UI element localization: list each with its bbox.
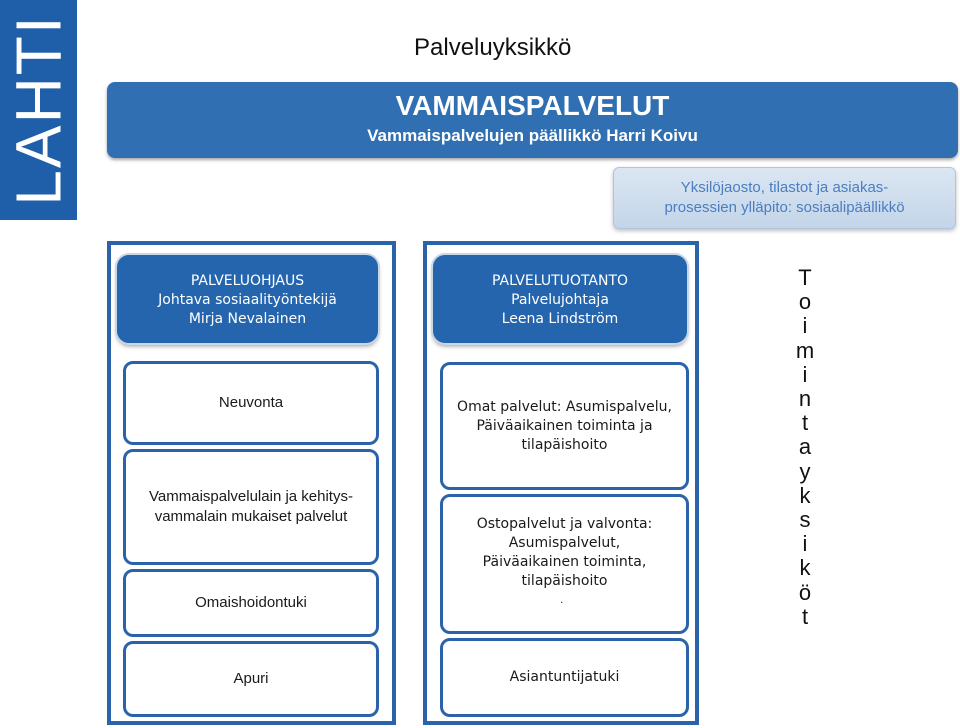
palvelutuotanto-heading: PALVELUTUOTANTO Palvelujohtaja Leena Lin… — [433, 255, 687, 343]
header-title: VAMMAISPALVELUT — [395, 90, 670, 121]
service-label-line-3: tilapäishoito — [521, 436, 608, 453]
service-label-line-1: Ostopalvelut ja valvonta: — [476, 516, 653, 532]
heading-line-3: Mirja Nevalainen — [188, 311, 307, 327]
vertical-letter: o — [798, 289, 812, 315]
vertical-letter: i — [802, 313, 808, 339]
heading-line-1: PALVELUOHJAUS — [190, 273, 305, 289]
ostopalvelut-dot: . — [560, 592, 564, 606]
vertical-letter: m — [795, 337, 815, 363]
header-box: VAMMAISPALVELUT Vammaispalvelujen päälli… — [107, 82, 958, 158]
heading-line-3: Leena Lindström — [501, 311, 619, 327]
service-label-line-2: Päiväaikainen toiminta ja — [476, 417, 653, 434]
vertical-letter: T — [798, 265, 812, 290]
vertical-letter: s — [799, 507, 811, 533]
vertical-letter: i — [802, 361, 808, 387]
logo-bar — [0, 0, 77, 220]
service-vammaispalvelulaki: Vammaispalvelulain ja kehitys- vammalain… — [123, 449, 379, 565]
palveluohjaus-heading: PALVELUOHJAUS Johtava sosiaalityöntekijä… — [117, 255, 378, 343]
service-label: Neuvonta — [218, 394, 284, 411]
service-label: Omaishoidontuki — [195, 594, 307, 611]
service-neuvonta: Neuvonta — [123, 361, 379, 445]
vertical-letter: n — [798, 386, 812, 412]
vertical-letter: y — [799, 458, 811, 484]
lahti-logo: LAHTI — [0, 0, 77, 220]
stats-line-2: prosessien ylläpito: sosiaalipäällikkö — [664, 199, 905, 216]
service-label-line-2: vammalain mukaiset palvelut — [154, 508, 348, 525]
vertical-letter: t — [801, 603, 809, 629]
service-label-line-3: Päiväaikainen toiminta, — [482, 554, 647, 570]
service-label-line-1: Vammaispalvelulain ja kehitys- — [149, 488, 353, 505]
vertical-letter: k — [799, 555, 811, 581]
vertical-letter: ö — [798, 579, 812, 605]
service-omaishoidontuki: Omaishoidontuki — [123, 569, 379, 637]
heading-line-2: Johtava sosiaalityöntekijä — [158, 292, 337, 308]
heading-line-1: PALVELUTUOTANTO — [491, 273, 629, 289]
vertical-letter: i — [802, 531, 808, 557]
service-label: Apuri — [233, 670, 269, 687]
stats-box: Yksilöjaosto, tilastot ja asiakas- prose… — [613, 167, 956, 229]
vertical-letter: t — [801, 410, 809, 436]
service-label-line-4: tilapäishoito — [521, 573, 608, 589]
page-title: Palveluyksikkö — [414, 34, 572, 61]
service-apuri: Apuri — [123, 641, 379, 717]
service-label: Asiantuntijatuki — [509, 669, 620, 685]
service-ostopalvelut: Ostopalvelut ja valvonta: Asumispalvelut… — [440, 494, 689, 634]
vertical-letter: k — [799, 482, 811, 508]
heading-line-2: Palvelujohtaja — [511, 292, 609, 308]
service-label-line-2: Asumispalvelut, — [508, 535, 621, 551]
header-subtitle: Vammaispalvelujen päällikkö Harri Koivu — [367, 126, 698, 145]
service-omat-palvelut: Omat palvelut: Asumispalvelu, Päiväaikai… — [440, 362, 689, 490]
logo-text: LAHTI — [2, 14, 75, 206]
service-label-line-1: Omat palvelut: Asumispalvelu, — [457, 398, 672, 415]
service-asiantuntijatuki: Asiantuntijatuki — [440, 638, 689, 717]
stats-line-1: Yksilöjaosto, tilastot ja asiakas- — [680, 179, 889, 196]
vertical-letter: a — [798, 434, 812, 460]
